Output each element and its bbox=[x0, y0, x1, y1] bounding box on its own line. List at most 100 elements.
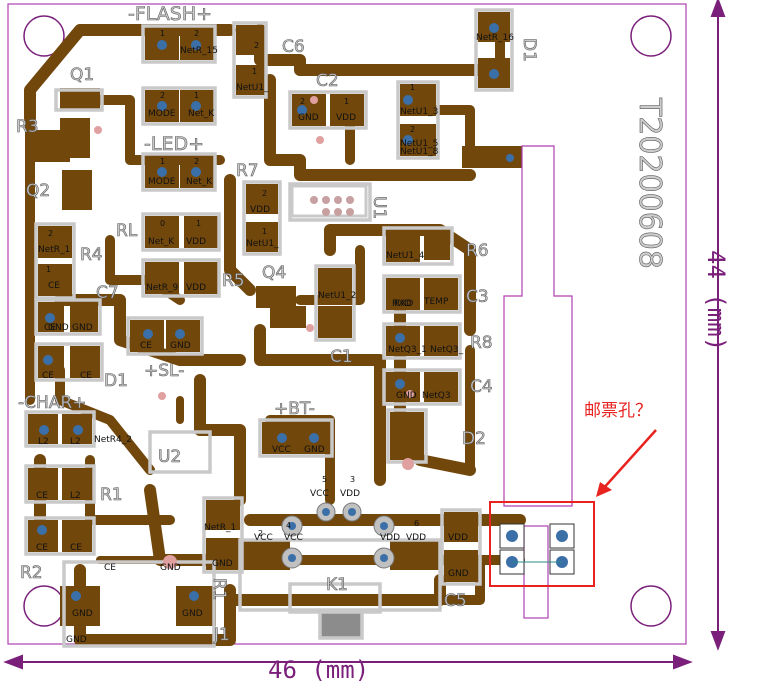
pad-label: NetU1_3 bbox=[400, 107, 438, 117]
pad-label: L2 bbox=[38, 437, 49, 447]
pad-label: NetQ3_ bbox=[430, 345, 464, 355]
silkscreen-labels: -FLASH+ -LED+ +SL- +BT- -CHAR+ bbox=[18, 3, 315, 420]
mounting-hole-br bbox=[630, 585, 672, 627]
pad-label: NetR4_2 bbox=[94, 435, 132, 445]
pad-label: CE bbox=[80, 371, 92, 381]
pad-number: 1 bbox=[344, 97, 349, 106]
copper-pads bbox=[28, 12, 522, 626]
designator-c7-14: C7 bbox=[96, 283, 119, 303]
pad-label: NetR_9 bbox=[146, 283, 179, 293]
designator-k1-23: K1 bbox=[326, 575, 348, 595]
pad-label: NetU1_5 bbox=[400, 139, 438, 149]
pad-number: 2 bbox=[194, 157, 199, 166]
pad-label: NetR_16 bbox=[476, 33, 514, 43]
pad-label: GND bbox=[48, 323, 69, 333]
designator-q4-13: Q4 bbox=[262, 263, 286, 283]
pad-label: CE bbox=[140, 341, 152, 351]
pad-number: 1 bbox=[160, 157, 165, 166]
pad-number: 2 bbox=[254, 41, 259, 50]
pad-label: CE bbox=[104, 563, 116, 573]
designator-rl-9: RL bbox=[116, 221, 138, 241]
pad-label: GND bbox=[448, 569, 469, 579]
designator-r4-6: R4 bbox=[80, 245, 103, 265]
pad-label: VDD bbox=[250, 205, 270, 215]
designator-c3-11: C3 bbox=[466, 287, 489, 307]
pad-label: GND bbox=[66, 635, 87, 645]
pad-number: 2 bbox=[300, 97, 305, 106]
pad-label: CE bbox=[70, 543, 82, 553]
pad-label: RXD bbox=[392, 299, 411, 309]
pad-label: VCC bbox=[310, 489, 329, 499]
pad-number: 1 bbox=[262, 227, 267, 236]
board-tab-outline bbox=[503, 145, 573, 507]
pad-number: 0 bbox=[160, 219, 165, 228]
mounting-hole-tl bbox=[23, 15, 65, 57]
pad-label: GND bbox=[72, 323, 93, 333]
designator-j1-25: J1 bbox=[213, 625, 230, 645]
pad-label: VCC bbox=[272, 445, 291, 455]
designator-d2-19: D2 bbox=[462, 429, 486, 449]
designator-r1-24: R1 bbox=[209, 578, 229, 601]
pad-number: 4 bbox=[286, 521, 291, 530]
pad-number: 2 bbox=[160, 91, 165, 100]
pad-label: GND bbox=[170, 341, 191, 351]
designator-c6-1: C6 bbox=[282, 37, 305, 57]
pad-label: VDD bbox=[336, 113, 356, 123]
u1-pins bbox=[310, 196, 354, 216]
pad-number: 5 bbox=[322, 475, 327, 484]
pad-label: GND bbox=[304, 445, 325, 455]
silkscreen-outlines bbox=[24, 8, 514, 648]
designator-r7-7: R7 bbox=[236, 161, 259, 181]
designator-r1-21: R1 bbox=[100, 485, 123, 505]
pad-number: 1 bbox=[410, 83, 415, 92]
designator-u2-20: U2 bbox=[158, 447, 181, 467]
pad-number: 2 bbox=[48, 229, 53, 238]
pad-label: GND bbox=[396, 391, 417, 401]
pad-label: GND bbox=[72, 609, 93, 619]
pad-label: NetR_1 bbox=[204, 523, 236, 533]
designator-c1-16: C1 bbox=[330, 347, 353, 367]
designator-r2-22: R2 bbox=[20, 563, 43, 583]
pad-label: NetQ3 bbox=[422, 391, 451, 401]
silk-led: -LED+ bbox=[144, 133, 204, 155]
pad-label: GND bbox=[160, 563, 181, 573]
silk-flash: -FLASH+ bbox=[128, 3, 212, 25]
pad-label: MODE bbox=[148, 109, 176, 119]
pad-label: CE bbox=[42, 371, 54, 381]
pad-label: VCC bbox=[284, 533, 303, 543]
designator-d1-18: D1 bbox=[104, 371, 128, 391]
silk-char: -CHAR+ bbox=[18, 393, 86, 413]
silk-sl: +SL- bbox=[144, 361, 184, 381]
pad-label: NetU1_ bbox=[236, 83, 269, 93]
pad-label: VDD bbox=[186, 283, 206, 293]
mounting-hole-tr bbox=[630, 15, 672, 57]
pad-label: MODE bbox=[148, 177, 176, 187]
designator-c4-17: C4 bbox=[470, 377, 493, 397]
designator-c5-26: C5 bbox=[444, 591, 467, 611]
designator-r6-10: R6 bbox=[466, 241, 489, 261]
designator-q1-3: Q1 bbox=[70, 65, 94, 85]
dimension-lines bbox=[3, 0, 726, 670]
pad-label: NetR_1 bbox=[38, 245, 70, 255]
stamp-hole-pads bbox=[499, 523, 575, 575]
pad-number: 1 bbox=[194, 91, 199, 100]
pad-label: NetU1_8 bbox=[400, 147, 439, 157]
pad-label: CE bbox=[36, 491, 48, 501]
pad-label: NetU1_ bbox=[246, 239, 279, 249]
pad-label: CE bbox=[48, 281, 60, 291]
designator-r3-4: R3 bbox=[16, 117, 39, 137]
stamp-hole-annotation: 邮票孔？ bbox=[584, 401, 652, 421]
pad-label: GND bbox=[212, 559, 233, 569]
pad-number: 2 bbox=[258, 529, 263, 538]
annotation-arrow bbox=[601, 429, 657, 491]
designator-r5-12: R5 bbox=[222, 271, 245, 291]
pad-label: VDD bbox=[340, 489, 360, 499]
pad-number: 2 bbox=[410, 125, 415, 134]
pad-number: 6 bbox=[414, 519, 419, 528]
pad-number: 1 bbox=[160, 29, 165, 38]
designator-c2-2: C2 bbox=[316, 71, 339, 91]
pad-label: CE bbox=[44, 323, 56, 333]
